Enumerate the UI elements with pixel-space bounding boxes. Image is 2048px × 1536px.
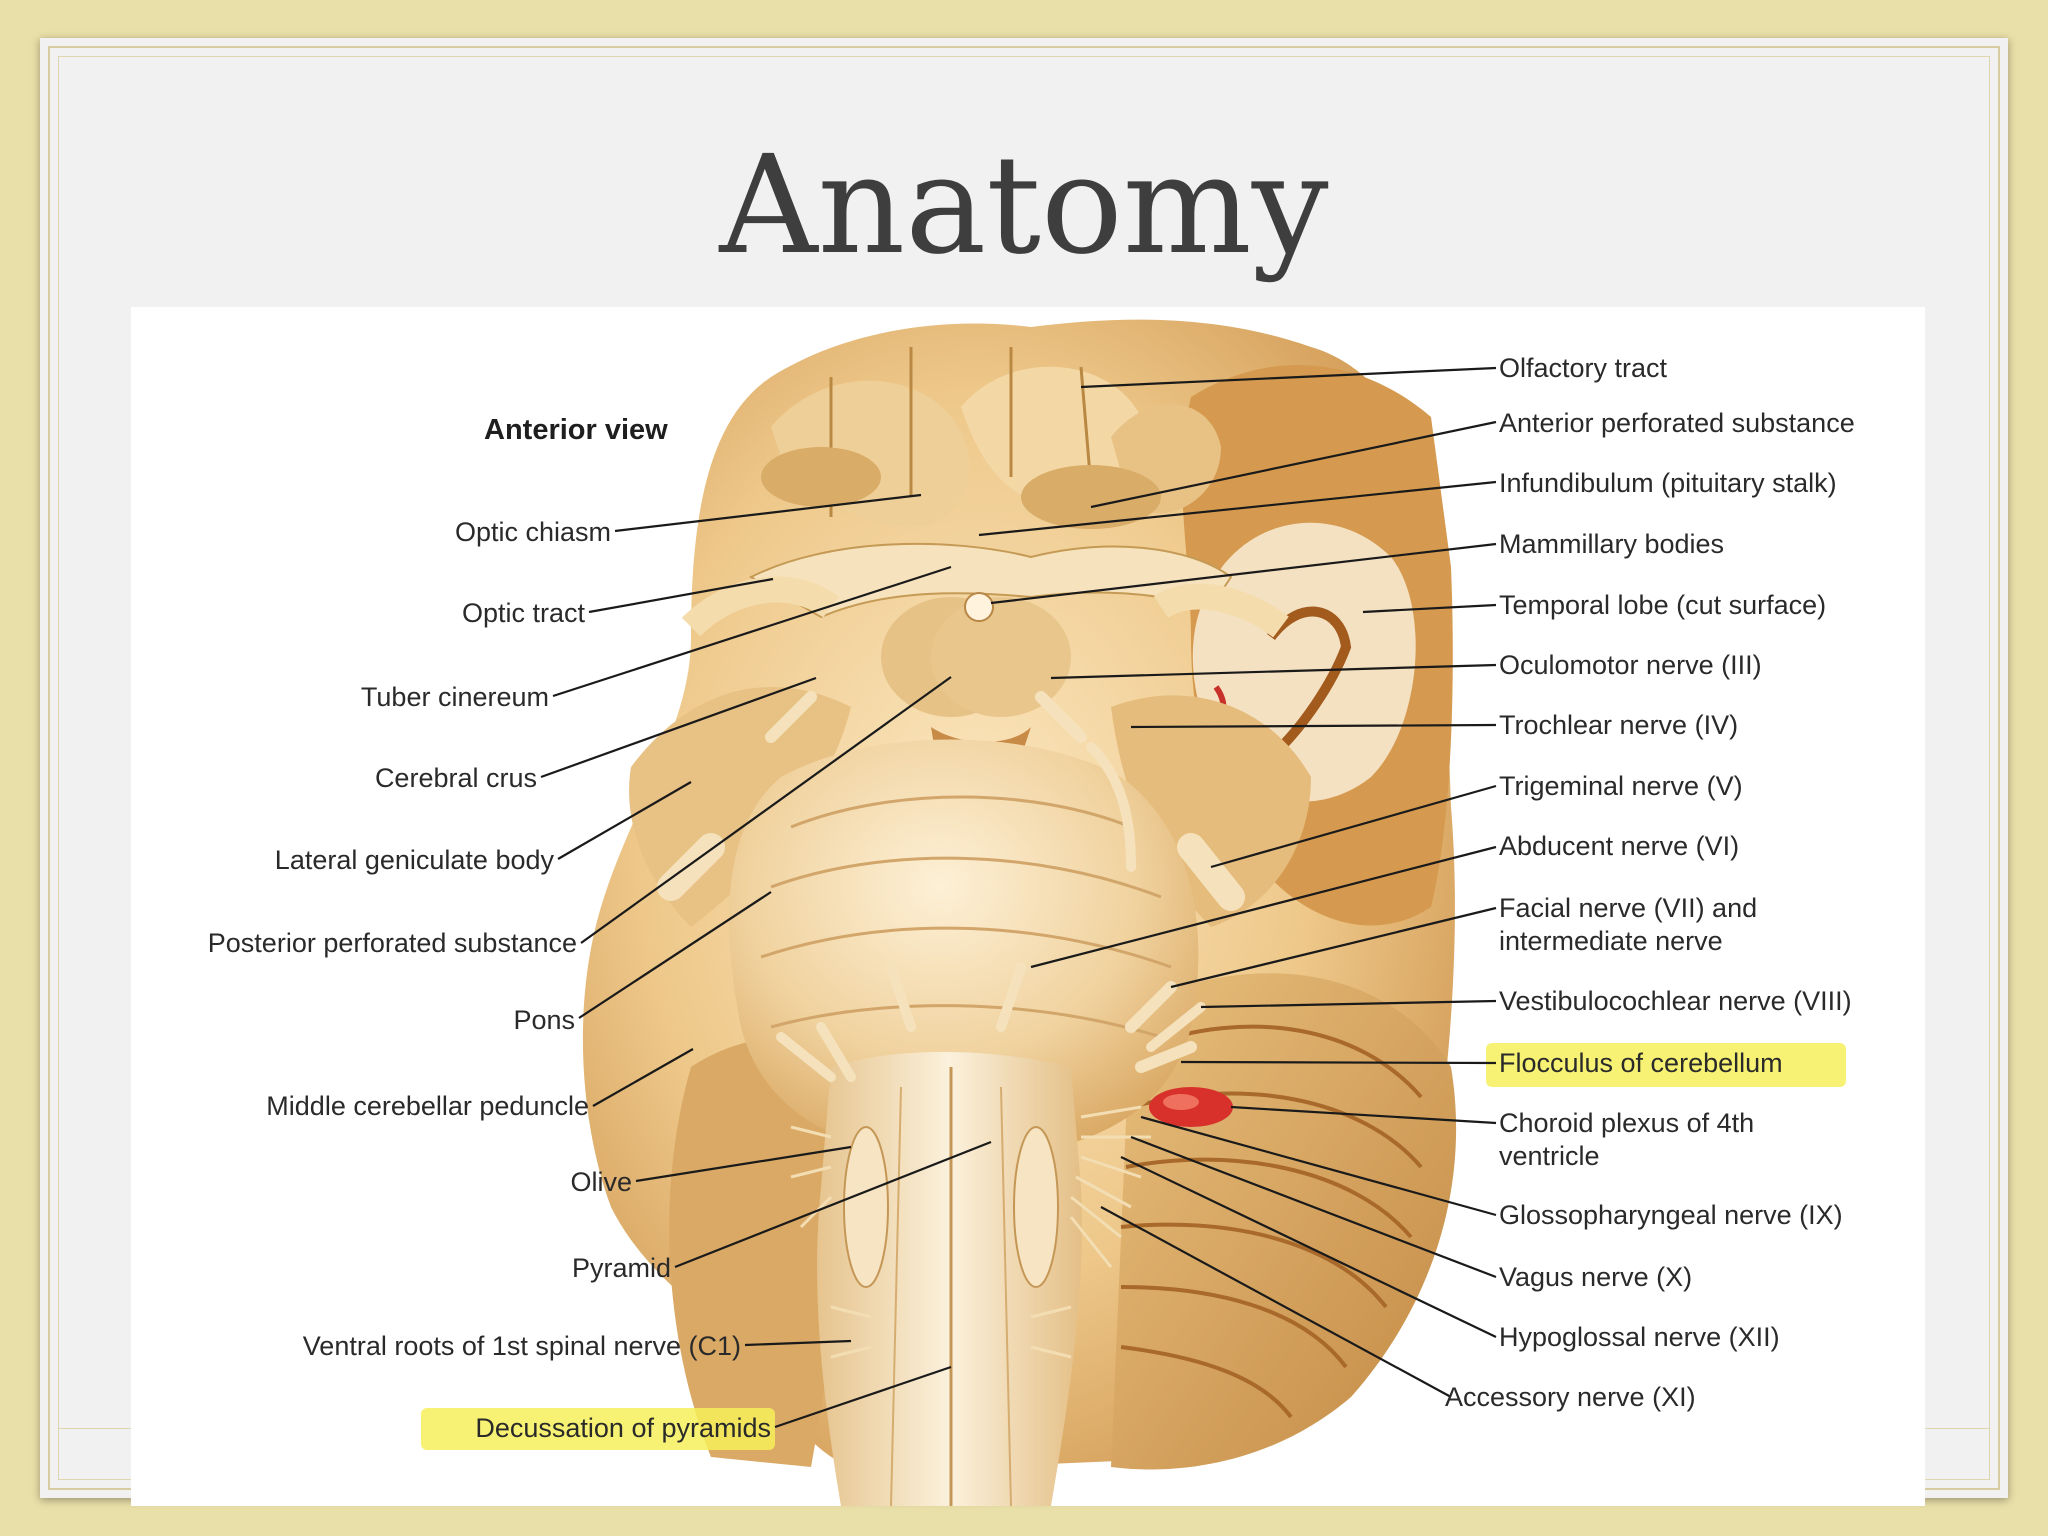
label-flocculus-of-cerebellum: Flocculus of cerebellum bbox=[1499, 1048, 1783, 1078]
label-abducent-nerve: Abducent nerve (VI) bbox=[1499, 831, 1739, 861]
label-facial-nerve: Facial nerve (VII) and bbox=[1499, 893, 1757, 923]
highlights bbox=[421, 1043, 1846, 1450]
label-lateral-geniculate-body: Lateral geniculate body bbox=[275, 845, 555, 875]
rootlets bbox=[790, 1105, 1151, 1359]
label-optic-chiasm: Optic chiasm bbox=[455, 517, 611, 547]
left-labels: Optic chiasm Optic tract Tuber cinereum … bbox=[208, 517, 771, 1443]
label-middle-cerebellar-peduncle: Middle cerebellar peduncle bbox=[266, 1091, 589, 1121]
leader-lines bbox=[540, 366, 1497, 1429]
brainstem-illustration: Anterior view Optic chiasm Optic tract T… bbox=[208, 319, 1855, 1506]
label-ventricle: ventricle bbox=[1499, 1141, 1600, 1171]
label-ventral-roots-c1: Ventral roots of 1st spinal nerve (C1) bbox=[303, 1331, 741, 1361]
label-pons: Pons bbox=[513, 1005, 575, 1035]
label-temporal-lobe: Temporal lobe (cut surface) bbox=[1499, 590, 1826, 620]
label-accessory-nerve: Accessory nerve (XI) bbox=[1445, 1382, 1696, 1412]
label-pyramid: Pyramid bbox=[572, 1253, 671, 1283]
label-intermediate-nerve: intermediate nerve bbox=[1499, 926, 1723, 956]
label-glossopharyngeal-nerve: Glossopharyngeal nerve (IX) bbox=[1499, 1200, 1843, 1230]
label-anterior-perforated-substance: Anterior perforated substance bbox=[1499, 408, 1855, 438]
highlight-flocculus bbox=[1486, 1043, 1846, 1087]
highlight-decussation bbox=[421, 1408, 775, 1450]
label-hypoglossal-nerve: Hypoglossal nerve (XII) bbox=[1499, 1322, 1780, 1352]
label-trochlear-nerve: Trochlear nerve (IV) bbox=[1499, 710, 1738, 740]
anterior-perforated-substance bbox=[761, 447, 1161, 529]
slide-title: Anatomy bbox=[719, 127, 1329, 285]
label-cerebral-crus: Cerebral crus bbox=[375, 763, 537, 793]
label-oculomotor-nerve: Oculomotor nerve (III) bbox=[1499, 650, 1762, 680]
anatomy-figure: Anterior view Optic chiasm Optic tract T… bbox=[131, 307, 1925, 1506]
label-vagus-nerve: Vagus nerve (X) bbox=[1499, 1262, 1692, 1292]
label-mammillary-bodies: Mammillary bodies bbox=[1499, 529, 1724, 559]
label-trigeminal-nerve: Trigeminal nerve (V) bbox=[1499, 771, 1743, 801]
right-labels: Olfactory tract Anterior perforated subs… bbox=[1445, 353, 1855, 1412]
label-olfactory-tract: Olfactory tract bbox=[1499, 353, 1668, 383]
frontal-gyri bbox=[771, 347, 1221, 527]
label-optic-tract: Optic tract bbox=[462, 598, 586, 628]
medulla-shape bbox=[817, 1052, 1082, 1506]
view-label: Anterior view bbox=[484, 414, 668, 446]
pons-shape bbox=[729, 739, 1199, 1157]
optic-chiasm-shape bbox=[681, 542, 1289, 638]
label-decussation-of-pyramids: Decussation of pyramids bbox=[475, 1413, 771, 1443]
label-infundibulum: Infundibulum (pituitary stalk) bbox=[1499, 468, 1837, 498]
label-choroid-plexus: Choroid plexus of 4th bbox=[1499, 1108, 1754, 1138]
label-posterior-perforated-substance: Posterior perforated substance bbox=[208, 928, 577, 958]
label-vestibulocochlear-nerve: Vestibulocochlear nerve (VIII) bbox=[1499, 986, 1852, 1016]
label-olive: Olive bbox=[570, 1167, 632, 1197]
choroid-plexus-shape bbox=[1149, 1087, 1233, 1127]
label-tuber-cinereum: Tuber cinereum bbox=[361, 682, 549, 712]
